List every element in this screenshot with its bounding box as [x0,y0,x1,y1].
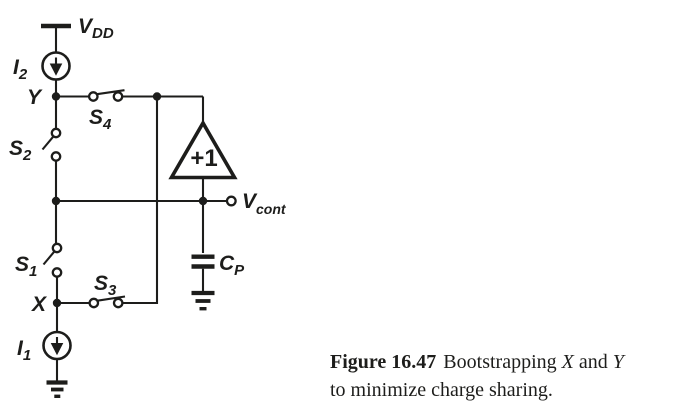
caption-conjunction: and [578,351,608,373]
s2-label-base: S [9,137,23,160]
s4-switch-arm [96,89,125,96]
i2-label: I2 [13,56,28,83]
vcont-label-base: V [242,190,258,213]
i1-arrow-head [50,343,64,356]
s3-label-base: S [94,272,108,295]
s1-label-base: S [15,253,29,276]
s4-terminal-right [112,91,124,102]
s2-terminal-bottom [50,151,62,162]
vdd-label: VDD [78,15,114,42]
ground-symbol-left [46,380,68,398]
i1-label-sub: 1 [23,347,31,364]
s3-terminal-left [88,297,100,309]
caption-text-1: Bootstrapping [443,351,557,373]
i1-label-base: I [17,337,24,360]
s1-terminal-bottom [51,267,63,278]
s2-label-sub: 2 [22,147,32,164]
s3-label: S3 [94,272,117,299]
vcont-label-sub: cont [256,201,287,217]
s4-label: S4 [89,106,112,133]
s3-terminal-right [112,297,124,309]
s2-switch-arm [41,136,55,151]
caption-var-y: Y [612,351,624,373]
s1-label-sub: 1 [29,263,37,280]
buffer-gain-label: +1 [190,145,217,172]
i2-arrow-head [49,63,63,76]
vcont-label: Vcont [242,190,287,217]
figure-number: Figure 16.47 [330,351,437,373]
i2-label-base: I [13,56,20,79]
ground-symbol-right [191,290,215,311]
node-x-label: X [31,293,48,316]
cp-label-sub: P [234,262,245,279]
i2-label-sub: 2 [18,66,28,83]
cp-label: CP [219,252,245,279]
node-y-label: Y [27,86,43,109]
s1-switch-arm [42,251,56,266]
s4-label-sub: 4 [102,116,112,133]
s1-terminal-top [51,242,63,254]
s2-terminal-top [50,127,62,139]
s2-label: S2 [9,137,32,164]
caption-var-x: X [561,351,574,373]
vcont-terminal [225,195,237,207]
i1-label: I1 [17,337,31,364]
wire-bootstrap-feedback [122,96,159,305]
figure-caption: Figure 16.47 Bootstrapping X and Y to min… [330,348,695,404]
s3-switch-arm [97,295,126,302]
vdd-label-sub: DD [92,25,114,42]
caption-line2: to minimize charge sharing. [330,379,553,401]
s1-label: S1 [15,253,37,280]
s4-terminal-left [87,91,99,102]
s4-label-base: S [89,106,103,129]
cp-label-base: C [219,252,235,275]
vdd-label-base: V [78,15,94,38]
s3-label-sub: 3 [108,282,117,299]
